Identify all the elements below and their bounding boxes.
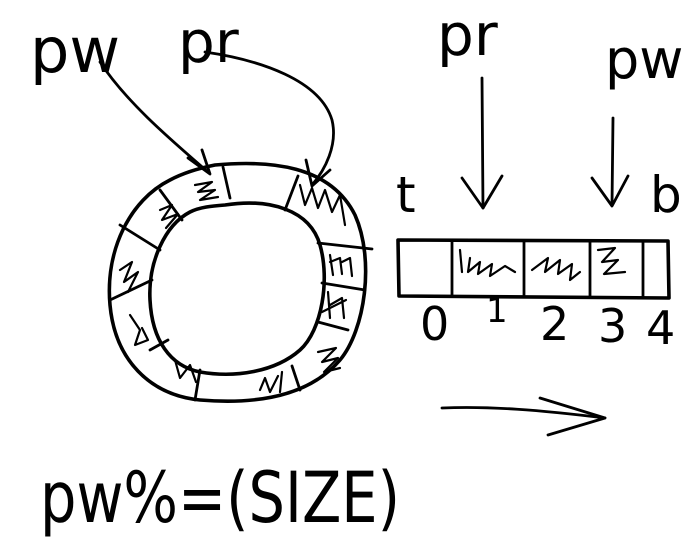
ring-divider bbox=[316, 320, 350, 332]
ring-divider bbox=[320, 281, 367, 292]
array-index-4: 4 bbox=[646, 301, 675, 355]
array-index-3: 3 bbox=[598, 299, 627, 353]
array-index-1: 1 bbox=[486, 291, 508, 331]
ring-inner-edge bbox=[148, 201, 327, 376]
array-cell-scribble bbox=[530, 256, 582, 282]
ring-divider bbox=[283, 174, 300, 212]
formula: pw%=(SIZE) bbox=[40, 457, 400, 539]
array-cell-scribble bbox=[596, 246, 627, 276]
ring-slot-scribble bbox=[316, 346, 342, 374]
ring-divider bbox=[148, 338, 170, 352]
direction-arrow-head bbox=[538, 396, 607, 437]
arrow-pr-to-ring bbox=[203, 50, 335, 187]
arrow-pw-down bbox=[610, 116, 615, 207]
ring-outer-edge bbox=[107, 161, 368, 404]
ring-divider bbox=[193, 368, 202, 402]
ring-slot-scribble bbox=[258, 370, 284, 394]
array-outline bbox=[396, 238, 671, 300]
label-pr-left: pr bbox=[178, 8, 239, 76]
ring-slot-scribble bbox=[298, 183, 347, 227]
arrow-pr-to-ring-head bbox=[304, 158, 332, 188]
array-index-0: 0 bbox=[420, 297, 449, 351]
ring-buffer bbox=[107, 161, 374, 404]
label-pw-right: pw bbox=[605, 28, 683, 91]
arrow-pw-to-ring-head bbox=[186, 148, 212, 176]
arrow-pr-down bbox=[480, 76, 485, 210]
arrow-pw-to-ring bbox=[98, 60, 210, 174]
ring-slot-scribble bbox=[173, 358, 198, 384]
ring-divider bbox=[118, 223, 162, 252]
label-t: t bbox=[396, 166, 416, 224]
ring-divider bbox=[290, 364, 302, 392]
label-b: b bbox=[650, 166, 682, 224]
ring-divider bbox=[316, 241, 374, 251]
array-cell-scribble bbox=[458, 248, 517, 278]
array-index-2: 2 bbox=[540, 297, 569, 351]
ring-slot-scribble bbox=[320, 290, 348, 320]
direction-arrow bbox=[440, 406, 607, 420]
label-pw-left: pw bbox=[30, 14, 120, 87]
label-pr-right: pr bbox=[437, 1, 498, 69]
array-cells bbox=[396, 238, 671, 300]
ring-slot-scribble bbox=[328, 253, 354, 278]
arrow-pr-down-head bbox=[460, 174, 504, 210]
ring-slot-scribble bbox=[118, 260, 140, 294]
ring-divider bbox=[221, 165, 232, 200]
ring-slot-scribble bbox=[128, 313, 150, 347]
arrow-pw-down-head bbox=[590, 174, 630, 208]
ring-slot-scribble bbox=[193, 180, 220, 202]
ring-slot-scribble bbox=[158, 203, 180, 230]
ring-divider bbox=[108, 278, 154, 302]
